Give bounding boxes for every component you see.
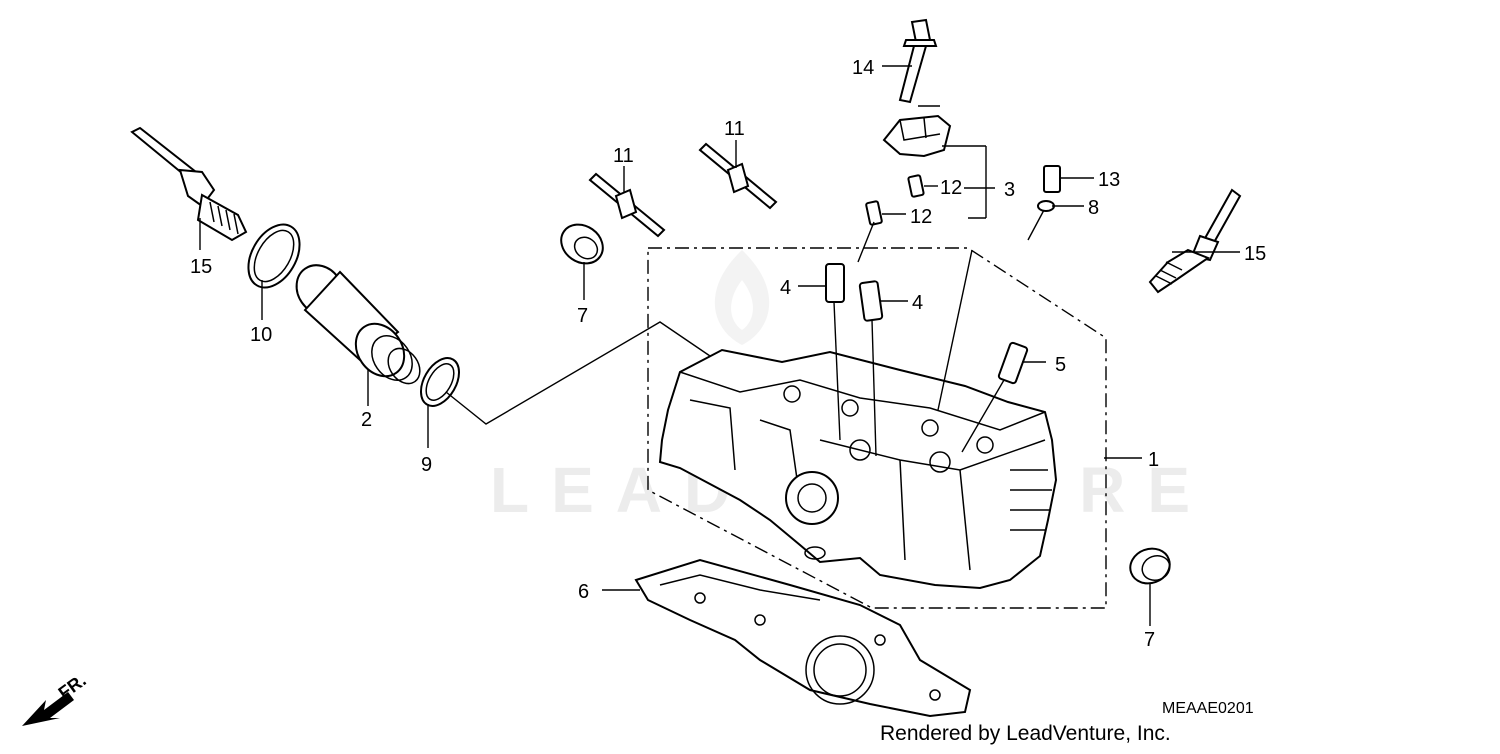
cylinder-head bbox=[658, 348, 1058, 590]
callouts: 1 2 3 4 4 5 6 7 7 8 9 10 11 11 12 12 13 … bbox=[190, 57, 1266, 651]
callout-1: 1 bbox=[1148, 449, 1159, 471]
valve-guide-c bbox=[997, 341, 1029, 385]
callout-11a: 11 bbox=[613, 145, 634, 167]
seal-cap-lower bbox=[1129, 547, 1171, 585]
callout-7a: 7 bbox=[577, 305, 588, 327]
dowel-pin-a bbox=[907, 174, 925, 198]
callout-14: 14 bbox=[852, 57, 874, 79]
callout-7b: 7 bbox=[1144, 629, 1155, 651]
bracket bbox=[882, 114, 952, 158]
callout-6: 6 bbox=[578, 581, 589, 603]
valve-guide-a bbox=[825, 263, 845, 303]
flame-logo-icon bbox=[714, 250, 770, 345]
intake-pipe bbox=[295, 264, 421, 385]
callout-13: 13 bbox=[1098, 169, 1120, 191]
front-arrow-icon bbox=[22, 692, 74, 726]
callout-10: 10 bbox=[250, 324, 272, 346]
collar bbox=[1043, 165, 1061, 193]
callout-4a: 4 bbox=[780, 277, 791, 299]
callout-5: 5 bbox=[1055, 354, 1066, 376]
callout-15b: 15 bbox=[1244, 243, 1266, 265]
callout-4b: 4 bbox=[912, 292, 923, 314]
spark-plug-left bbox=[130, 126, 248, 242]
stud-bolt-b bbox=[698, 142, 778, 210]
o-ring-small bbox=[420, 357, 460, 407]
front-direction-indicator: FR. bbox=[22, 670, 90, 726]
seal-cap-upper bbox=[560, 223, 604, 265]
callout-12b: 12 bbox=[910, 206, 932, 228]
spark-plug-right bbox=[1148, 188, 1242, 294]
dowel-pin-b bbox=[865, 200, 883, 226]
head-gasket bbox=[634, 558, 972, 718]
valve-guide-b bbox=[858, 280, 884, 322]
callout-2: 2 bbox=[361, 409, 372, 431]
callout-12a: 12 bbox=[940, 177, 962, 199]
callout-11b: 11 bbox=[724, 118, 745, 140]
diagram-code: MEAAE0201 bbox=[1162, 700, 1254, 717]
leader-lines bbox=[199, 65, 1240, 626]
o-ring-large bbox=[247, 223, 301, 289]
callout-15a: 15 bbox=[190, 256, 212, 278]
stud-bolt-a bbox=[588, 172, 666, 238]
callout-3: 3 bbox=[1004, 179, 1015, 201]
flange-bolt bbox=[898, 18, 938, 104]
callout-9: 9 bbox=[421, 454, 432, 476]
callout-8: 8 bbox=[1088, 197, 1099, 219]
credit-line: Rendered by LeadVenture, Inc. bbox=[880, 722, 1171, 745]
washer bbox=[1037, 200, 1055, 212]
